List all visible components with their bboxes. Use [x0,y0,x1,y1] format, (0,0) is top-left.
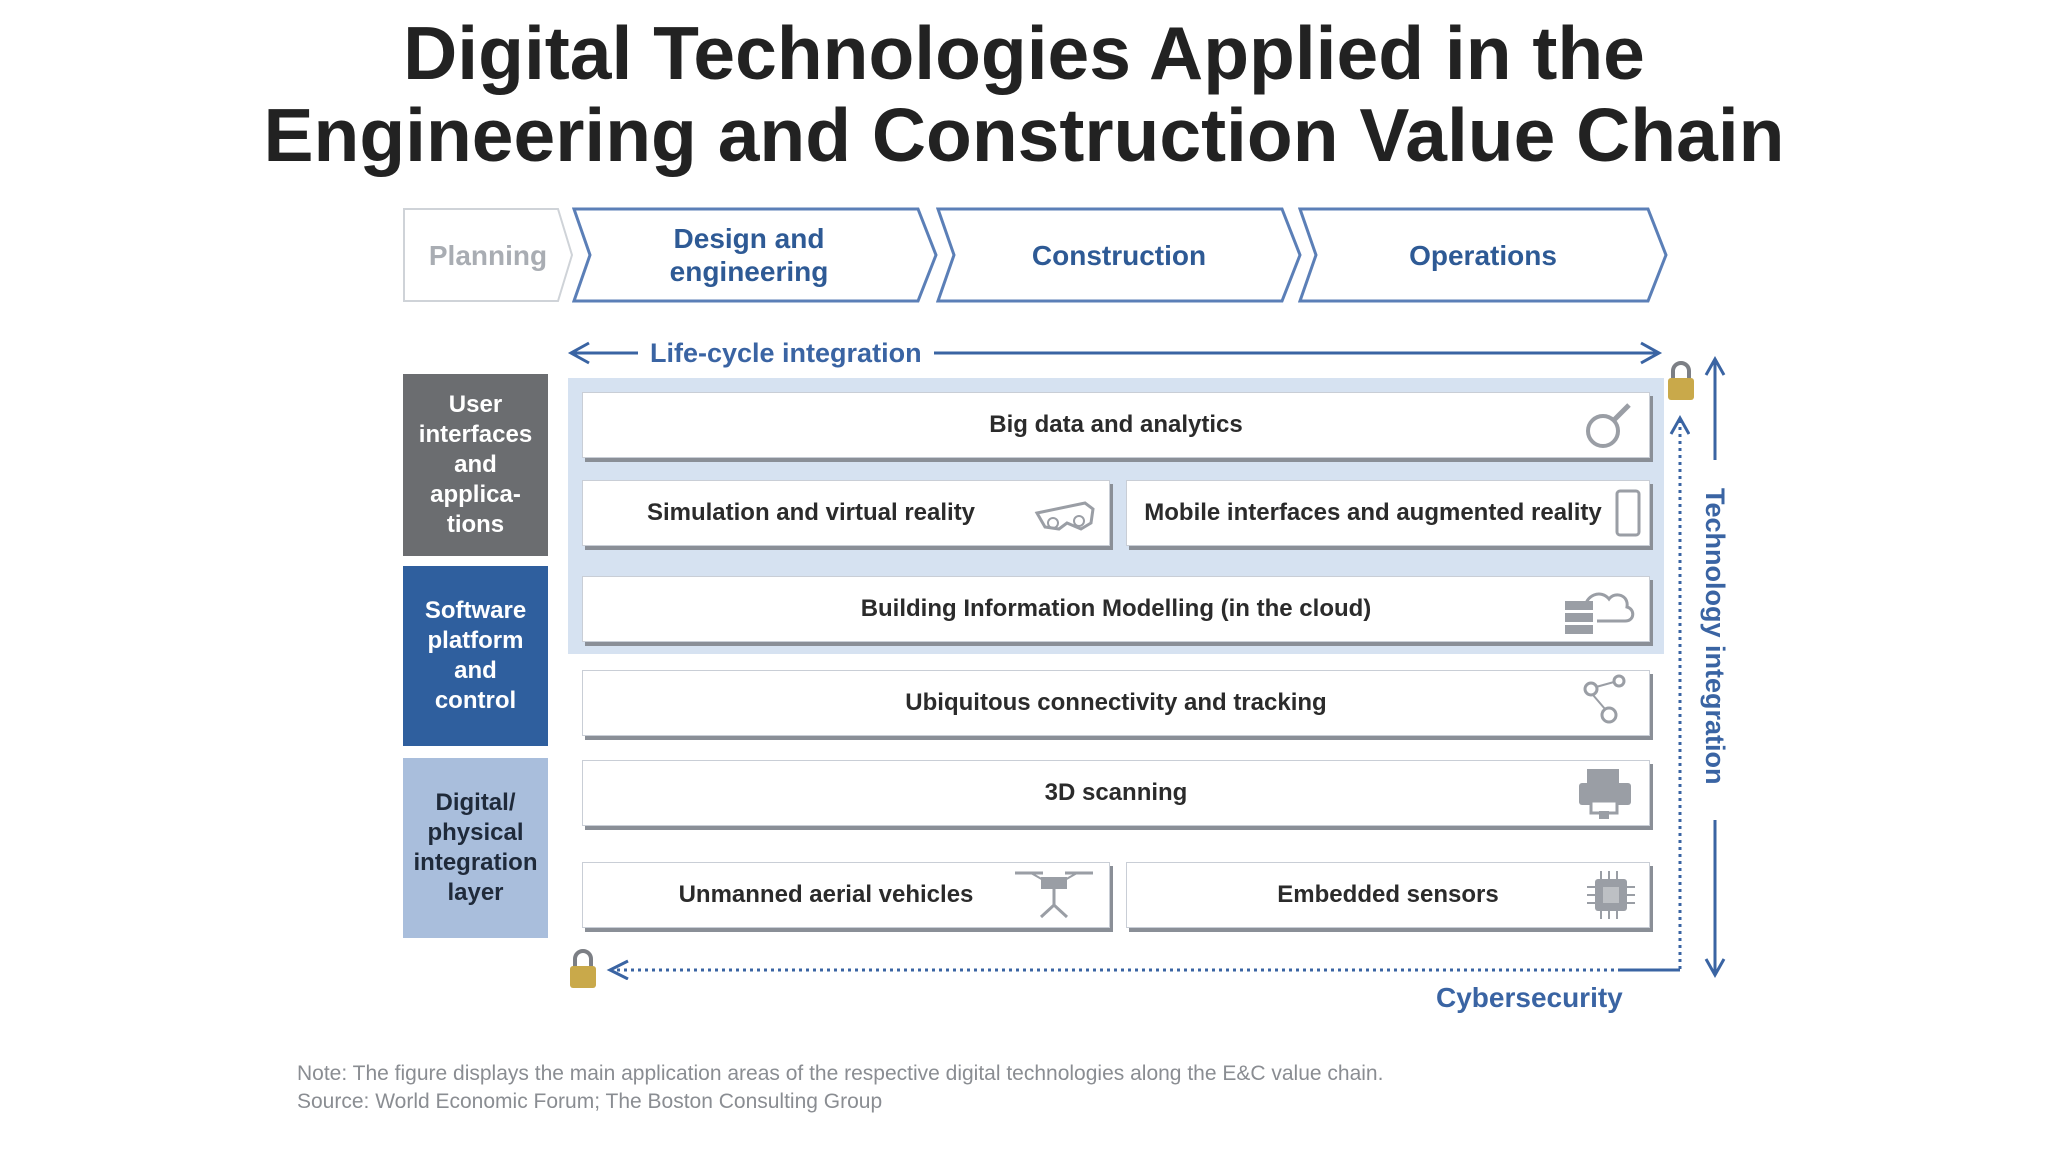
lock-icon [1668,361,1694,400]
tech-bim: Building Information Modelling (in the c… [582,576,1650,642]
tech-3d-scanning: 3D scanning [582,760,1650,826]
cybersecurity-boundary [606,414,1690,980]
figure-note: Note: The figure displays the main appli… [297,1060,1897,1116]
note-text: Note: The figure displays the main appli… [297,1062,1384,1085]
stage-operations: Operations [1298,207,1668,303]
stage-operations-shape [1298,207,1668,303]
stage-construction: Construction [936,207,1302,303]
title-line-1: Digital Technologies Applied in the [403,11,1645,95]
cybersecurity-label: Cybersecurity [1436,982,1623,1013]
technology-integration-arrow [1704,355,1726,979]
chip-icon [1587,871,1635,919]
tech-label: 3D scanning [1044,779,1188,806]
layer-software-platform: Software platform and control [403,566,548,746]
tech-sensors: Embedded sensors [1126,862,1650,928]
tech-label: Simulation and virtual reality [646,499,976,526]
stage-planning-shape [403,208,574,302]
printer-icon [1579,769,1631,819]
layer-digital-physical: Digital/ physical integration layer [403,758,548,938]
cloud-server-icon [1565,592,1635,634]
stage-label: Construction [1031,239,1207,271]
tech-label: Unmanned aerial vehicles [678,881,974,908]
drone-icon [1015,871,1093,919]
stage-label: Operations [1409,239,1557,271]
stage-label: Design and engineering [669,223,829,287]
layer-label: Software platform and control [424,597,527,714]
lock-icon [570,949,596,988]
stage-label: Planning [428,239,548,271]
layer-user-interfaces: User interfaces and applica- tions [403,374,548,556]
stage-design-shape [572,207,938,303]
layer-label: Digital/ physical integration layer [413,789,538,906]
connected-people-icon [1583,674,1626,724]
technology-integration-label: Technology integration [1700,488,1730,785]
layer-label: User interfaces and applica- tions [418,391,533,538]
vr-glasses-icon [1034,501,1095,531]
tech-label: Building Information Modelling (in the c… [860,595,1372,622]
tech-label: Embedded sensors [1277,881,1499,908]
tech-simulation: Simulation and virtual reality [582,480,1110,546]
stage-planning: Planning [402,207,574,303]
tech-label: Big data and analytics [989,411,1243,438]
tech-connectivity: Ubiquitous connectivity and tracking [582,670,1650,736]
tech-uav: Unmanned aerial vehicles [582,862,1110,928]
page-title: Digital Technologies Applied in the Engi… [0,12,2048,176]
mobile-phone-icon [1615,489,1641,537]
tech-label: Ubiquitous connectivity and tracking [905,689,1327,716]
title-line-2: Engineering and Construction Value Chain [263,93,1785,177]
tech-label: Mobile interfaces and augmented reality [1144,499,1602,526]
tech-big-data: Big data and analytics [582,392,1650,458]
tech-mobile: Mobile interfaces and augmented reality [1126,480,1650,546]
magnifier-icon [1586,403,1631,448]
source-text: Source: World Economic Forum; The Boston… [297,1090,883,1113]
stage-design: Design and engineering [572,207,938,303]
lifecycle-label: Life-cycle integration [638,338,934,369]
stage-construction-shape [936,207,1302,303]
